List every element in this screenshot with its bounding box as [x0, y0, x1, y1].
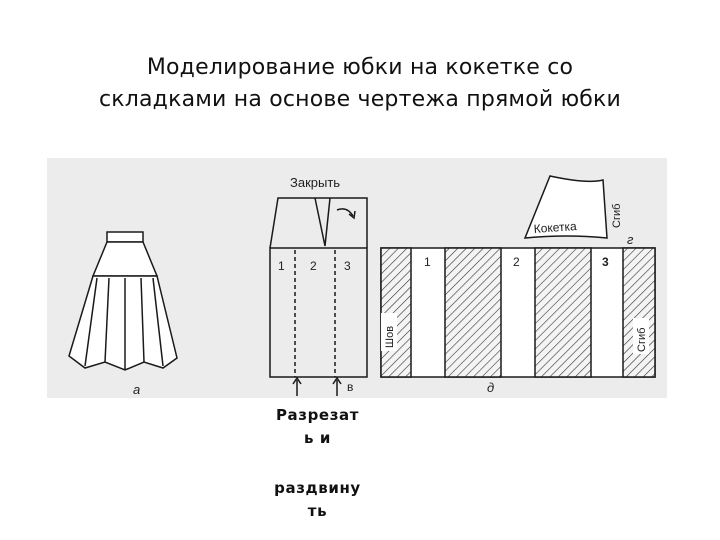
skirt-diagram: а Закрыть 1 2 3 в Кокетка Сгиб г	[47, 158, 667, 398]
label-g: г	[627, 232, 634, 247]
title-line-2: складками на основе чертежа прямой юбки	[98, 87, 622, 112]
skirt-pleat-3	[140, 277, 145, 363]
caption-spacer	[255, 450, 380, 477]
caption-line-2: ь и	[303, 429, 332, 447]
fold-label-bg	[633, 318, 649, 354]
skirt-pleat-4	[84, 277, 98, 367]
skirt-flare	[68, 275, 178, 371]
seam-label-bg	[381, 313, 397, 351]
skirt-sketch	[68, 231, 178, 371]
skirt-pleat-1	[104, 277, 110, 363]
panel-label-2: 2	[310, 259, 317, 273]
pattern-yoke-outline	[269, 197, 368, 249]
skirt-pleat-5	[152, 277, 164, 367]
label-a: а	[133, 382, 140, 397]
yoke-shape	[523, 175, 608, 239]
layout-fold-label: Сгиб	[636, 328, 648, 352]
cut-arrow-2-head	[332, 376, 342, 385]
seam-label: Шов	[384, 326, 396, 348]
yoke-label: Кокетка	[533, 219, 577, 236]
close-arrow-head	[348, 210, 356, 220]
cut-arrow-1-head	[292, 376, 302, 385]
caption-line-3: раздвину	[274, 479, 361, 497]
close-label: Закрыть	[290, 175, 340, 190]
layout-outline	[380, 247, 656, 378]
label-d: д	[487, 380, 494, 395]
close-arrow	[336, 208, 354, 217]
yoke-piece	[523, 175, 608, 239]
layout-panel-2: 2	[513, 255, 520, 269]
panel-label-1: 1	[278, 259, 285, 273]
straight-skirt-pattern	[269, 197, 368, 396]
panel-label-3: 3	[344, 259, 351, 273]
layout-panel-3: 3	[602, 255, 609, 269]
skirt-waistband	[106, 231, 144, 243]
diagram-svg: а Закрыть 1 2 3 в Кокетка Сгиб г	[47, 158, 667, 398]
pattern-body	[269, 247, 368, 378]
caption-line-1: Разрезат	[275, 406, 360, 424]
layout-panel-1: 1	[424, 255, 431, 269]
title-line-1: Моделирование юбки на кокетке со	[146, 55, 574, 80]
slide-title: Моделирование юбки на кокетке со складка…	[0, 52, 720, 116]
yoke-fold-label: Сгиб	[611, 204, 623, 228]
hatch-strip-1	[380, 247, 412, 378]
label-v: в	[347, 380, 353, 394]
pleated-panel-layout	[380, 247, 656, 378]
pattern-dart	[314, 197, 331, 247]
hatch-strip-3	[534, 247, 592, 378]
cut-and-spread-caption: Разрезат ь и раздвину ть	[255, 404, 380, 523]
hatch-strip-2	[444, 247, 502, 378]
hatch-strip-4	[622, 247, 656, 378]
caption-line-4: ть	[307, 502, 328, 520]
